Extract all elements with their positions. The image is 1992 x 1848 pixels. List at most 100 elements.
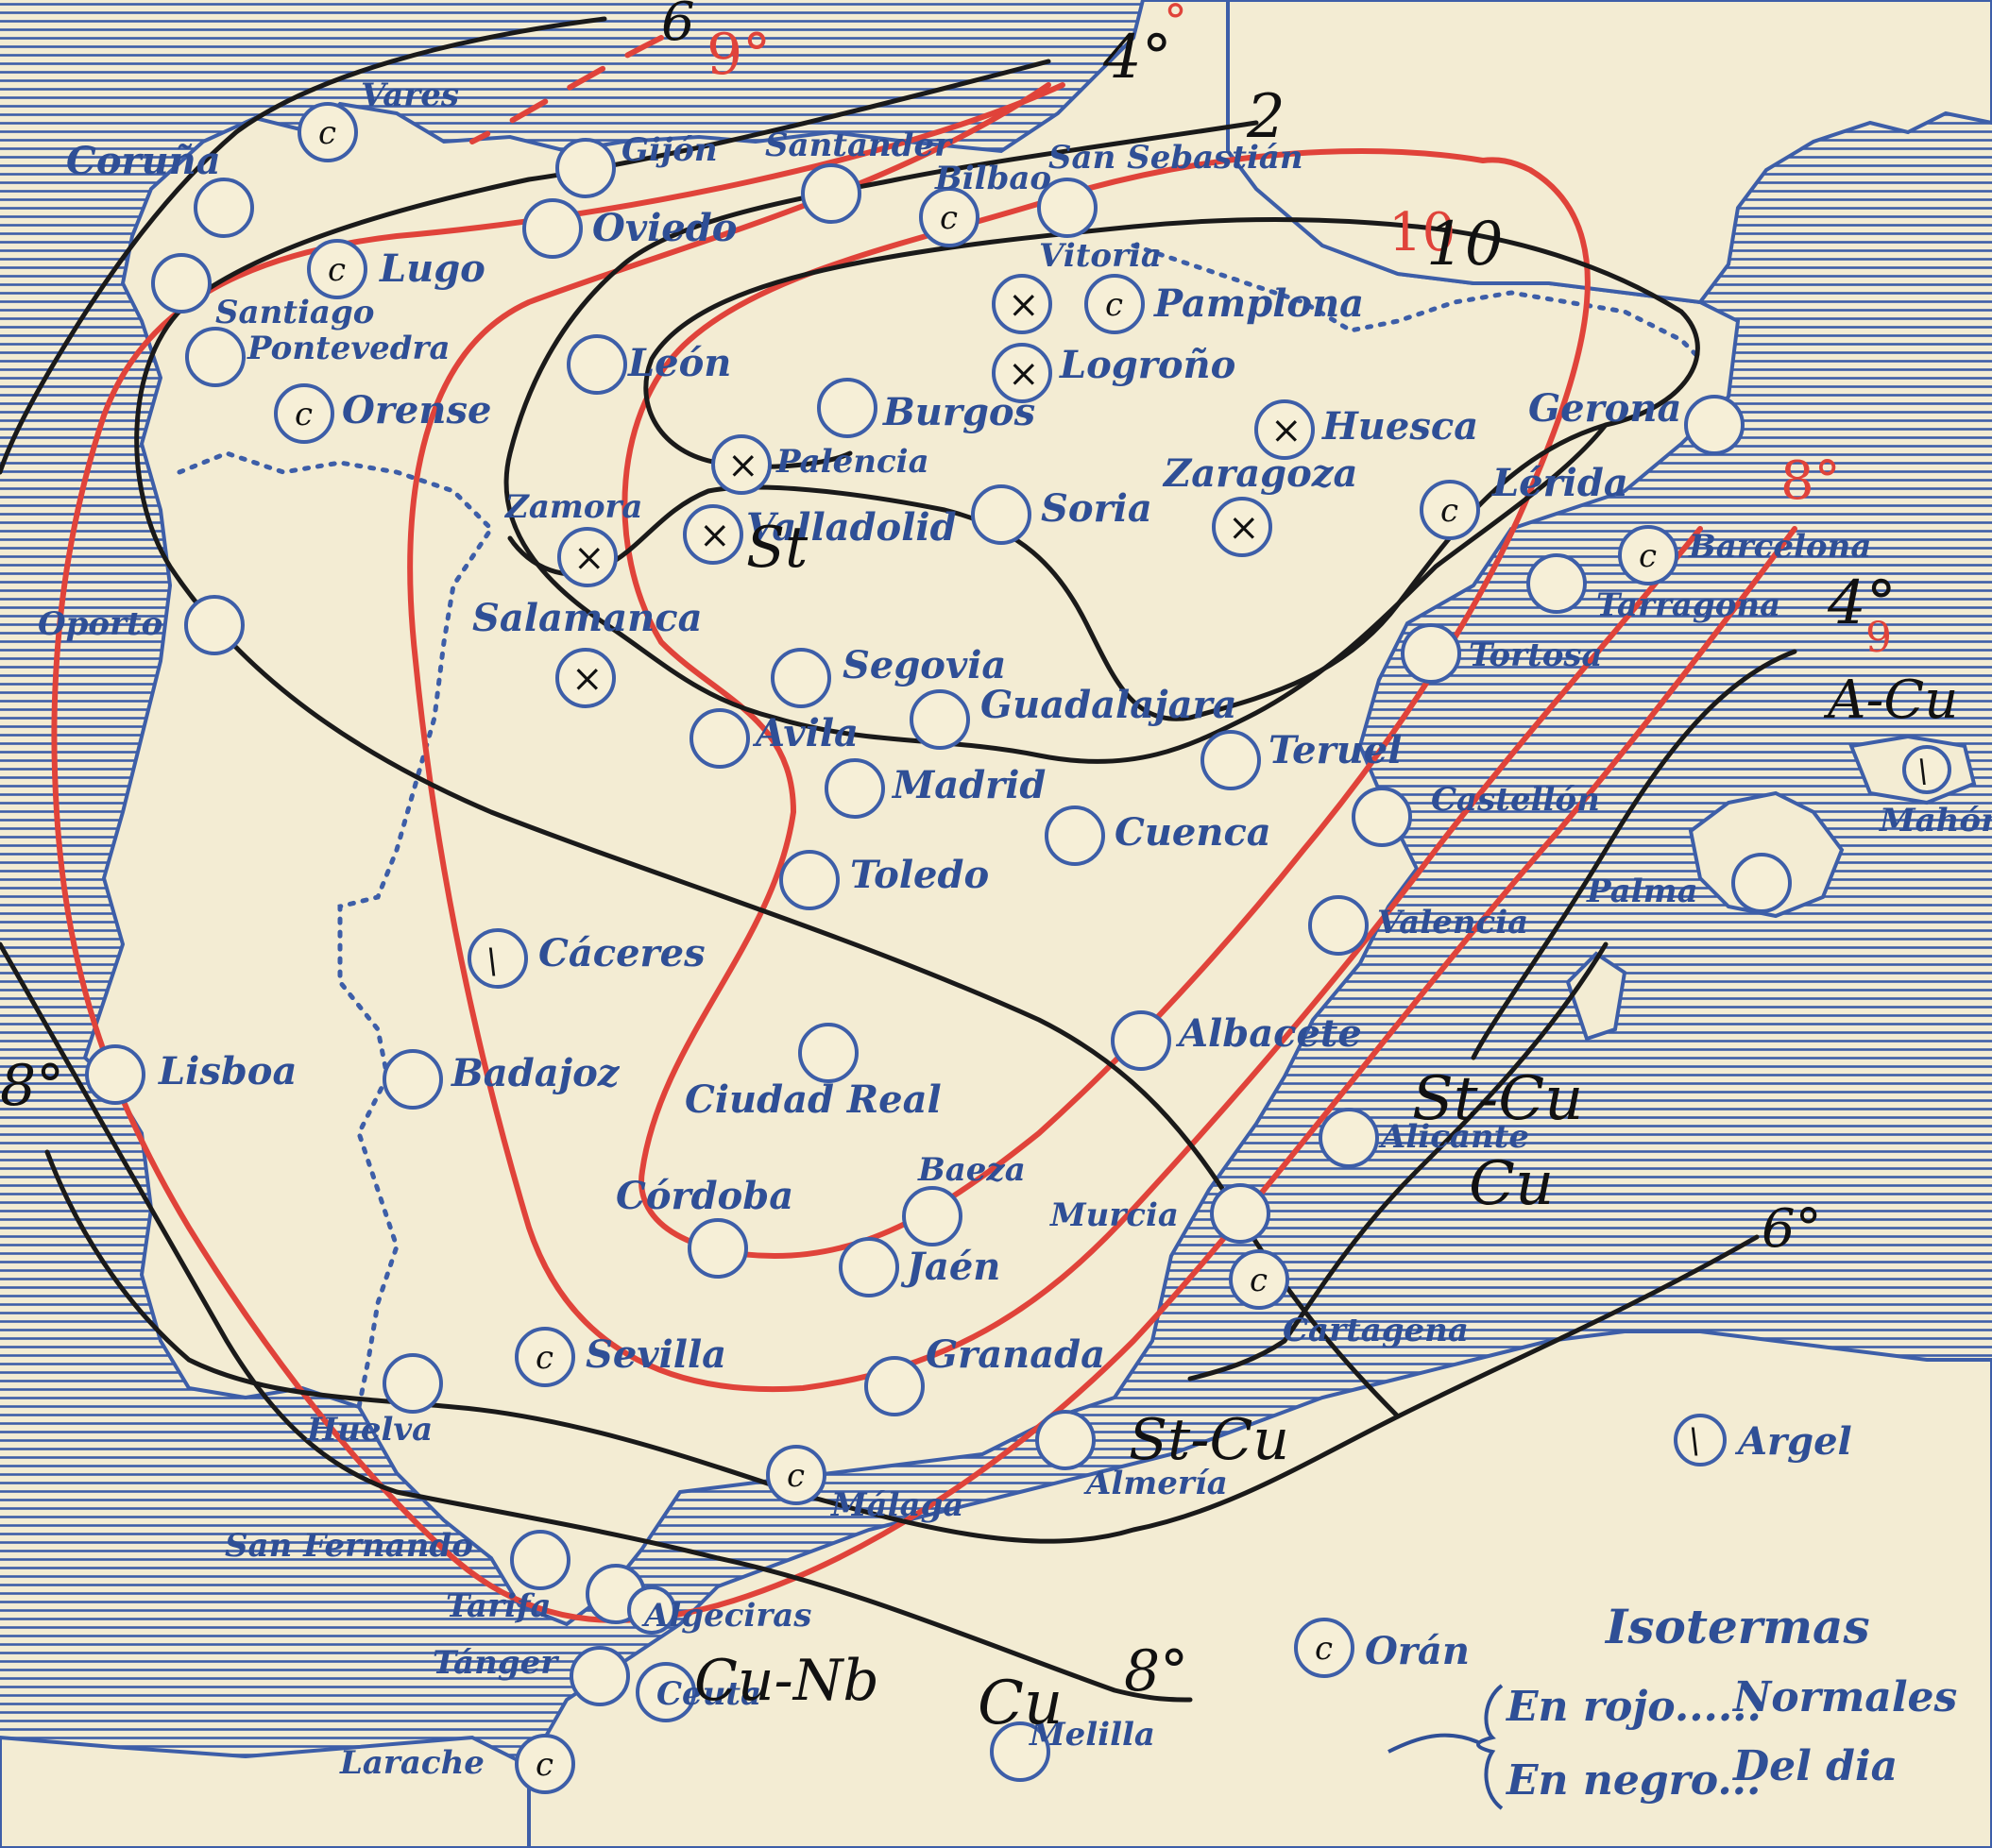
city-label-teruel: Teruel: [1268, 728, 1402, 772]
weather-symbol-larache: c: [536, 1746, 553, 1784]
weather-symbol-oran: c: [1315, 1630, 1333, 1668]
station-cuenca: [1045, 805, 1105, 866]
station-zamora: ×: [557, 527, 618, 587]
weather-symbol-sevilla: c: [536, 1339, 553, 1377]
station-ciudad-real: [798, 1023, 859, 1083]
station-almeria: [1035, 1410, 1096, 1470]
annotation-cu-alicante: Cu: [1469, 1149, 1554, 1219]
portugal-border: [177, 450, 495, 1410]
station-burgos: [817, 378, 877, 438]
weather-symbol-mahon: \: [1917, 753, 1928, 790]
station-granada: [864, 1356, 925, 1416]
city-label-sevilla: Sevilla: [586, 1332, 726, 1377]
station-mahon: \: [1902, 745, 1951, 794]
city-label-melilla: Melilla: [1029, 1716, 1155, 1754]
city-label-coruna: Coruña: [66, 139, 221, 183]
annotations: 6 9° 4° ° 2 10 10 St 8° 4° 9 A-Cu 8° St-…: [0, 0, 1958, 1738]
north-africa-land: [527, 1330, 1992, 1848]
station-santiago: [151, 253, 212, 314]
station-oran: c: [1294, 1618, 1354, 1678]
city-label-albacete: Albacete: [1175, 1011, 1362, 1056]
station-tanger: [570, 1646, 630, 1706]
weather-symbol-malaga: c: [787, 1457, 805, 1495]
city-label-palencia: Palencia: [775, 443, 929, 481]
station-jaen: [839, 1237, 899, 1297]
city-label-huesca: Huesca: [1321, 404, 1478, 449]
annotation-st-cu-alicante: St-Cu: [1412, 1064, 1583, 1134]
station-gijon: [555, 138, 616, 198]
station-ceuta: [636, 1662, 696, 1722]
station-pamplona: c: [1084, 274, 1145, 334]
station-avila: [690, 708, 750, 769]
annotation-red-degree-top: °: [1164, 0, 1187, 49]
station-algeciras: [627, 1585, 676, 1635]
weather-symbol-vitoria: ×: [1008, 283, 1040, 327]
city-label-pontevedra: Pontevedra: [247, 330, 451, 367]
france-border: [1131, 243, 1703, 362]
iberian-peninsula-land: [82, 0, 1741, 1627]
annotation-cu-nb: Cu-Nb: [694, 1648, 879, 1714]
city-label-logrono: Logroño: [1059, 343, 1235, 387]
city-label-larache: Larache: [339, 1744, 485, 1782]
annotation-isotherm-6-right: 6°: [1762, 1198, 1822, 1260]
station-santander: [801, 163, 861, 224]
station-caceres: \: [468, 928, 528, 989]
city-label-madrid: Madrid: [891, 763, 1046, 807]
station-san-sebastian: [1037, 178, 1098, 238]
city-label-palma: Palma: [1586, 873, 1698, 910]
legend-sample-line: [1388, 1733, 1479, 1754]
city-label-vitoria: Vitoria: [1039, 237, 1162, 275]
city-label-jaen: Jaén: [900, 1245, 1000, 1289]
city-label-alicante: Alicante: [1378, 1118, 1529, 1156]
weather-symbol-zaragoza: ×: [1228, 506, 1260, 550]
city-label-guadalajara: Guadalajara: [980, 683, 1237, 727]
city-label-caceres: Cáceres: [538, 931, 706, 975]
station-lisboa: [85, 1044, 145, 1105]
weather-symbol-lerida: c: [1440, 492, 1458, 530]
station-bilbao: c: [919, 187, 979, 247]
station-castellon: [1352, 787, 1412, 847]
station-barcelona: c: [1618, 525, 1678, 585]
city-label-santander: Santander: [765, 127, 953, 164]
city-label-segovia: Segovia: [843, 643, 1006, 687]
city-label-oran: Orán: [1365, 1629, 1470, 1673]
weather-symbol-salamanca: ×: [571, 657, 604, 701]
city-label-tortosa: Tortosa: [1469, 636, 1603, 674]
station-argel: \: [1674, 1414, 1727, 1467]
weather-symbol-huesca: ×: [1270, 409, 1302, 452]
station-logrono: ×: [992, 343, 1052, 403]
station-baeza: [902, 1186, 962, 1246]
station-segovia: [771, 648, 831, 708]
stations: c c c c × c × × × × × × c c × \: [85, 102, 1951, 1794]
station-oporto: [184, 595, 245, 655]
city-label-san-sebastian: San Sebastián: [1048, 139, 1303, 177]
city-label-zamora: Zamora: [503, 488, 642, 526]
annotation-a-cu: A-Cu: [1823, 670, 1958, 731]
station-valencia: [1308, 895, 1369, 956]
city-label-ceuta: Ceuta: [656, 1675, 761, 1713]
station-san-fernando: [510, 1530, 570, 1590]
station-oviedo: [522, 198, 583, 259]
station-malaga: c: [766, 1445, 826, 1505]
annotation-isotherm-9-red-right: 9: [1865, 614, 1892, 662]
city-labels: Coruña Vares Gijón Oviedo Santander Bilb…: [38, 76, 1992, 1782]
station-alicante: [1319, 1108, 1379, 1168]
annotation-isotherm-2: 2: [1246, 82, 1285, 152]
legend-black-value: Del dia: [1731, 1742, 1898, 1790]
station-tarragona: [1526, 553, 1587, 614]
annotation-cu-south: Cu: [978, 1669, 1063, 1738]
station-palencia: ×: [711, 434, 772, 495]
annotation-isotherm-4-top: 4°: [1102, 23, 1172, 93]
station-coruna: [194, 178, 254, 238]
legend-title: Isotermas: [1604, 1599, 1870, 1654]
weather-symbol-caceres: \: [486, 942, 498, 981]
city-label-ciudad-real: Ciudad Real: [685, 1077, 942, 1122]
city-label-oporto: Oporto: [38, 605, 162, 643]
city-label-burgos: Burgos: [882, 390, 1035, 434]
city-label-huelva: Huelva: [306, 1411, 433, 1449]
city-label-bilbao: Bilbao: [934, 160, 1051, 197]
city-label-barcelona: Barcelona: [1688, 528, 1871, 566]
city-label-lisboa: Lisboa: [158, 1049, 297, 1094]
legend: Isotermas En rojo...... Normales En negr…: [1388, 1599, 1957, 1810]
